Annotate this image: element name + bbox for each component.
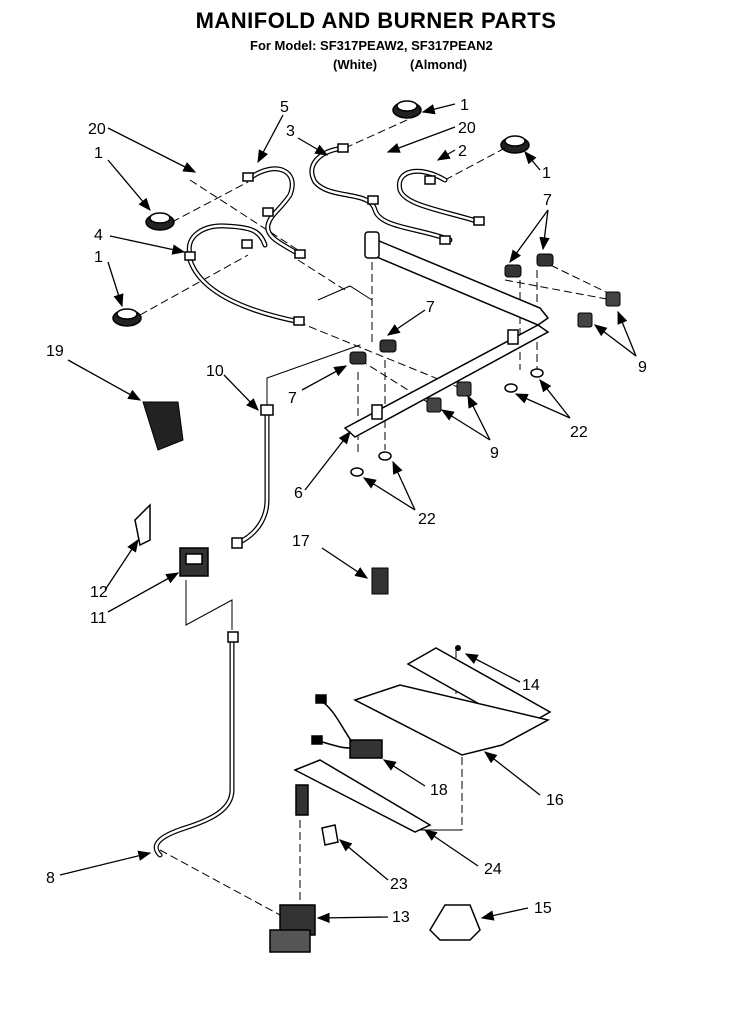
callout-18: 18 [430, 782, 448, 799]
callout-23: 23 [390, 876, 408, 893]
callout-8: 8 [46, 870, 55, 887]
callout-10: 10 [206, 363, 224, 380]
callout-1-left-upper: 1 [94, 145, 103, 162]
dashed-guides [139, 114, 613, 916]
page-title: MANIFOLD AND BURNER PARTS [195, 8, 557, 33]
regulator-bracket [134, 503, 151, 547]
callout-16: 16 [546, 792, 564, 809]
electrode-rail [293, 759, 432, 833]
callout-19: 19 [46, 343, 64, 360]
callout-1-top: 1 [460, 97, 469, 114]
wire-clip [321, 824, 339, 846]
gas-tubes [153, 145, 483, 858]
callout-6: 6 [294, 485, 303, 502]
callout-9-right: 9 [638, 359, 647, 376]
orifice-holder [426, 291, 621, 413]
tube-fittings [184, 143, 485, 643]
leader-arrows [59, 103, 637, 924]
burner-box [353, 647, 552, 756]
main-gas-valve [269, 904, 316, 953]
manifold-bar-upper [364, 231, 550, 326]
callout-13: 13 [392, 909, 410, 926]
callout-11: 11 [90, 610, 107, 627]
callout-5: 5 [280, 99, 289, 116]
model-line: For Model: SF317PEAW2, SF317PEAN2 [250, 38, 493, 53]
burner-valve [349, 253, 554, 365]
callout-7-mid: 7 [426, 299, 435, 316]
callout-15: 15 [534, 900, 552, 917]
callout-2: 2 [458, 143, 467, 160]
callout-14: 14 [522, 677, 540, 694]
callout-20-right: 20 [458, 120, 476, 137]
callout-1-right: 1 [542, 165, 551, 182]
burner-head-top-center [392, 100, 422, 119]
screw [350, 368, 544, 477]
callout-9-lower: 9 [490, 445, 499, 462]
heat-shield [142, 401, 184, 451]
pressure-regulator [179, 547, 209, 577]
callout-17: 17 [292, 533, 310, 550]
callout-12: 12 [90, 584, 108, 601]
support-bracket [429, 904, 481, 941]
color-almond-label: (Almond) [410, 57, 468, 72]
callout-3: 3 [286, 123, 295, 140]
spark-module-clip [371, 567, 389, 595]
callout-4: 4 [94, 227, 103, 244]
callout-7-upper-right: 7 [543, 192, 552, 209]
callout-7-left: 7 [288, 390, 297, 407]
callout-24: 24 [484, 861, 502, 878]
burner-head-left-upper [145, 212, 175, 231]
burner-head-top-right [500, 135, 530, 154]
callout-22-lower: 22 [418, 511, 436, 528]
color-white-label: (White) [333, 57, 378, 72]
ignition-switch [311, 694, 383, 759]
callout-22-right: 22 [570, 424, 588, 441]
manifold-bar-lower [343, 324, 550, 438]
burner-head-left-lower [112, 308, 142, 327]
callout-1-left-lower: 1 [94, 249, 103, 266]
callout-20-left: 20 [88, 121, 106, 138]
